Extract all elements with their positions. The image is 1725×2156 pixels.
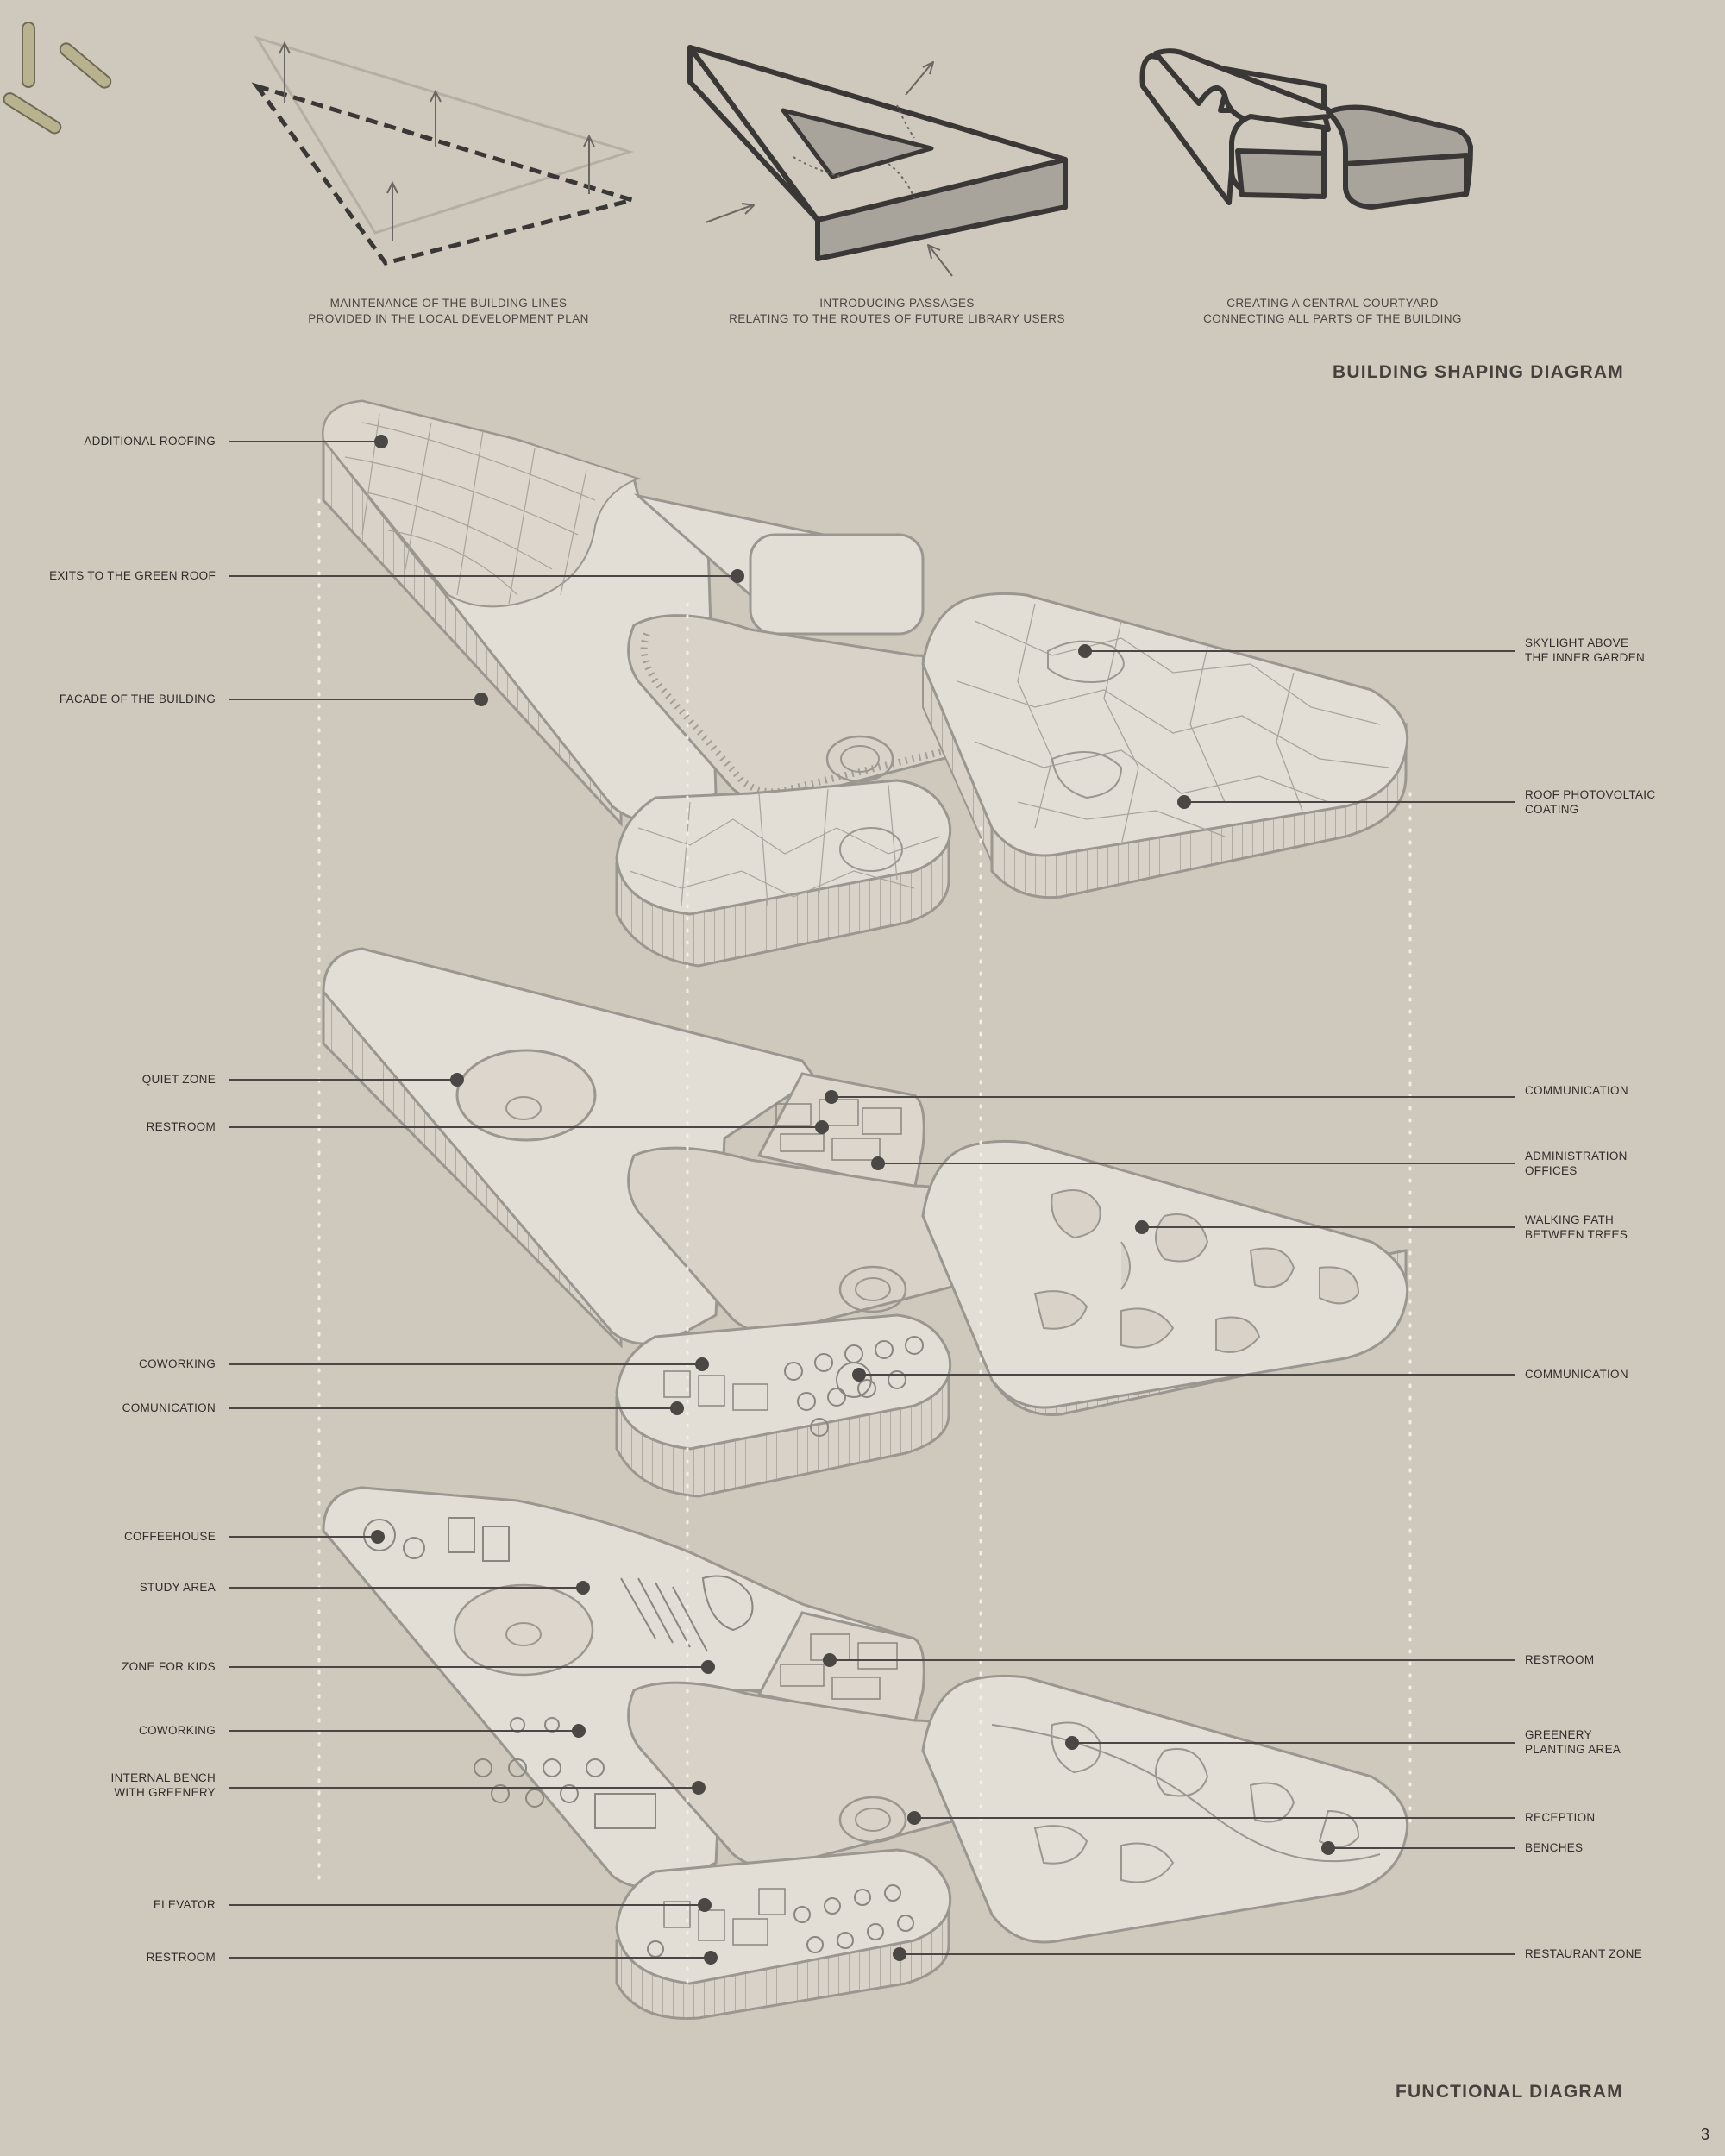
label-coworking-l1: COWORKING bbox=[139, 1357, 216, 1370]
label-restroom-ground-right: RESTROOM bbox=[1525, 1653, 1595, 1666]
label-facade: FACADE OF THE BUILDING bbox=[59, 693, 216, 705]
label-photovoltaic: ROOF PHOTOVOLTAIC COATING bbox=[1525, 788, 1656, 816]
label-coffeehouse: COFFEEHOUSE bbox=[123, 1530, 216, 1543]
leader-lines-right bbox=[823, 644, 1515, 1961]
label-greenery-planting: GREENERY PLANTING AREA bbox=[1525, 1728, 1622, 1756]
label-communication-top: COMMUNICATION bbox=[1525, 1084, 1628, 1097]
label-restroom-l1: RESTROOM bbox=[146, 1120, 216, 1133]
step3-caption: CREATING A CENTRAL COURTYARD CONNECTING … bbox=[1203, 297, 1462, 325]
step1-caption: MAINTENANCE OF THE BUILDING LINES PROVID… bbox=[308, 297, 589, 325]
label-communication-bottom: COMMUNICATION bbox=[1525, 1368, 1628, 1381]
functional-heading: FUNCTIONAL DIAGRAM bbox=[1396, 2082, 1623, 2102]
label-zone-for-kids: ZONE FOR KIDS bbox=[122, 1660, 216, 1673]
step2-sketch bbox=[687, 45, 1068, 277]
label-benches: BENCHES bbox=[1525, 1841, 1584, 1854]
first-floor-level bbox=[322, 947, 1409, 1498]
label-exits-green-roof: EXITS TO THE GREEN ROOF bbox=[49, 569, 216, 582]
label-restroom-ground-left: RESTROOM bbox=[146, 1951, 216, 1964]
label-study-area: STUDY AREA bbox=[139, 1581, 216, 1594]
label-coworking-ground: COWORKING bbox=[139, 1724, 216, 1737]
label-skylight: SKYLIGHT ABOVE THE INNER GARDEN bbox=[1525, 636, 1646, 664]
label-walking-path: WALKING PATH BETWEEN TREES bbox=[1525, 1213, 1628, 1241]
label-internal-bench: INTERNAL BENCH WITH GREENERY bbox=[110, 1771, 216, 1799]
label-comunication-l1: COMUNICATION bbox=[122, 1401, 216, 1414]
label-elevator: ELEVATOR bbox=[153, 1898, 216, 1911]
label-reception: RECEPTION bbox=[1525, 1811, 1596, 1824]
label-additional-roofing: ADDITIONAL ROOFING bbox=[84, 435, 216, 448]
step1-sketch bbox=[251, 35, 641, 266]
label-admin-offices: ADMINISTRATION OFFICES bbox=[1525, 1150, 1628, 1177]
leader-lines-left bbox=[229, 435, 829, 1965]
ground-floor-level bbox=[322, 1486, 1409, 2020]
label-restaurant-zone: RESTAURANT ZONE bbox=[1525, 1947, 1643, 1960]
alignment-guides bbox=[317, 498, 1412, 1994]
page-number: 3 bbox=[1701, 2126, 1710, 2143]
step2-caption: INTRODUCING PASSAGES RELATING TO THE ROU… bbox=[729, 297, 1065, 325]
step3-sketch bbox=[1139, 48, 1473, 210]
label-quiet-zone: QUIET ZONE bbox=[141, 1073, 216, 1086]
shaping-heading: BUILDING SHAPING DIAGRAM bbox=[1333, 362, 1624, 382]
roof-level bbox=[322, 399, 1409, 968]
